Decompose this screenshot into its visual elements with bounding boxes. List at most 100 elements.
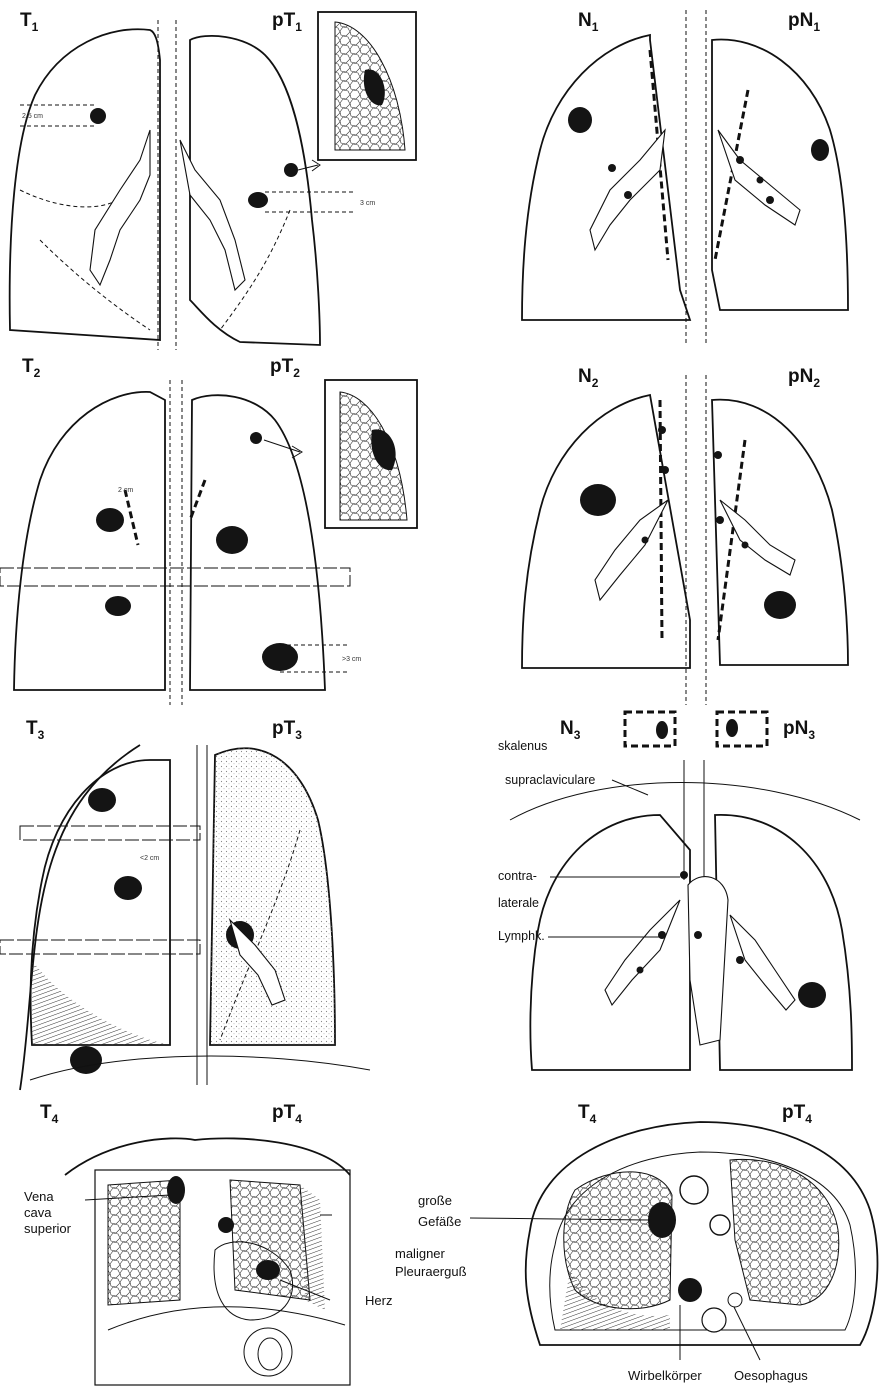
panel-t2: T2 pT2 2 cm >3 cm: [0, 356, 417, 705]
lymph-node: [757, 177, 764, 184]
tumor-central: [96, 508, 124, 532]
bronchial-tree: [605, 900, 680, 1005]
tumor-chest-wall: [88, 788, 116, 812]
scalene-node: [656, 721, 668, 739]
aorta: [680, 1176, 708, 1204]
left-lung-tissue: [230, 1180, 310, 1300]
tumor-small: [568, 107, 592, 133]
tumor-pleural: [284, 163, 298, 177]
annotation-lymphk: Lymphk.: [498, 929, 545, 943]
tumor-small: [90, 108, 106, 124]
annotation-pleuraerguss: Pleuraerguß: [395, 1264, 467, 1279]
label-t4: T4: [40, 1102, 59, 1126]
tumor-vena-cava: [167, 1176, 185, 1204]
margin-line: [125, 490, 138, 545]
plane-bar: [0, 568, 350, 586]
clavicle-curve: [510, 783, 860, 821]
panel-t3: T3 pT3 <2 cm: [0, 718, 370, 1090]
tumor-pleural: [250, 432, 262, 444]
annotation-herz: Herz: [365, 1293, 392, 1308]
tumor-central: [114, 876, 142, 900]
annotation-skalenus: skalenus: [498, 739, 547, 753]
panel-n2: N2 pN2: [522, 366, 848, 705]
label-pt4: pT4: [272, 1102, 302, 1126]
tumor-diaphragm: [70, 1046, 102, 1074]
tumor-large: [798, 982, 826, 1008]
lymph-node: [624, 191, 632, 199]
pulmonary-artery: [710, 1215, 730, 1235]
label-pt1: pT1: [272, 10, 302, 34]
scalene-node-box: [717, 712, 767, 746]
annotation-grosse: große: [418, 1193, 452, 1208]
label-pt4-axial: pT4: [782, 1102, 812, 1126]
label-n1: N1: [578, 10, 599, 34]
tumor-mediastinal: [218, 1217, 234, 1233]
left-lung-tissue-axial: [730, 1159, 839, 1305]
oesophagus: [728, 1293, 742, 1307]
tumor-large: [262, 643, 298, 671]
lymph-node: [742, 542, 749, 549]
annotation-gefaesse: Gefäße: [418, 1214, 461, 1229]
bronchial-tree: [590, 130, 665, 250]
tumor-lower: [105, 596, 131, 616]
tumor-heart: [256, 1260, 280, 1280]
lymph-node: [680, 871, 688, 879]
label-n3: N3: [560, 718, 581, 742]
lymph-node: [716, 516, 724, 524]
kidney-inner: [258, 1338, 282, 1370]
label-pn1: pN1: [788, 10, 820, 34]
panel-t1: T1 pT1 2,5 cm 3 cm: [10, 10, 416, 350]
inset-lung-tissue: [340, 392, 407, 520]
pleural-effusion-hatch: [32, 960, 170, 1045]
arrow: [264, 440, 302, 458]
lymph-node: [736, 156, 744, 164]
label-n2: N2: [578, 366, 599, 390]
mediastinal-line: [197, 745, 207, 1085]
panel-n1: N1 pN1: [522, 10, 848, 345]
dimension-label: 2,5 cm: [22, 113, 43, 120]
bronchial-tree: [90, 130, 150, 285]
right-lung-outline: [522, 395, 690, 668]
annotation-cava: cava: [24, 1205, 52, 1220]
right-lung-outline: [530, 815, 690, 1070]
lymph-node: [637, 967, 644, 974]
lymph-node: [694, 931, 702, 939]
plane-bar: [20, 826, 200, 840]
tumor-vertebra: [678, 1278, 702, 1302]
n2-boundary-line: [660, 400, 662, 640]
trachea: [684, 760, 704, 880]
diaphragm-curve: [108, 1307, 345, 1330]
lymph-node: [766, 196, 774, 204]
annotation-vena: Vena: [24, 1189, 54, 1204]
label-pt2: pT2: [270, 356, 300, 380]
dimension-label: <2 cm: [140, 855, 159, 862]
vertebral-body: [702, 1308, 726, 1332]
tumor-small: [811, 139, 829, 161]
label-t3: T3: [26, 718, 45, 742]
annotation-wirbelkoerper: Wirbelkörper: [628, 1368, 702, 1383]
lymph-node: [642, 537, 649, 544]
lymph-node: [608, 164, 616, 172]
label-t1: T1: [20, 10, 39, 34]
tumor-central: [216, 526, 248, 554]
lymph-node: [736, 956, 744, 964]
annotation-superior: superior: [24, 1221, 72, 1236]
label-t4-axial: T4: [578, 1102, 597, 1126]
arrow: [298, 160, 320, 171]
tumor-small: [248, 192, 268, 208]
lymph-node: [661, 466, 669, 474]
panel-n3: N3 pN3 skalenus supraclaviculare contra-…: [498, 712, 860, 1070]
annotation-contra: contra-: [498, 869, 537, 883]
lymph-node: [658, 426, 666, 434]
lymph-node: [714, 451, 722, 459]
dimension-label: 3 cm: [360, 200, 375, 207]
tumor-large: [764, 591, 796, 619]
panel-t4-coronal: T4 pT4 Vena cava superior Herz: [24, 1102, 392, 1385]
panel-t4-axial: T4 pT4 große Gefäße maligner Pleuraerguß…: [395, 1102, 877, 1383]
label-pn2: pN2: [788, 366, 820, 390]
annotation-maligner: maligner: [395, 1246, 446, 1261]
annotation-supraclaviculare: supraclaviculare: [505, 773, 595, 787]
annotation-oesophagus: Oesophagus: [734, 1368, 808, 1383]
label-pt3: pT3: [272, 718, 302, 742]
